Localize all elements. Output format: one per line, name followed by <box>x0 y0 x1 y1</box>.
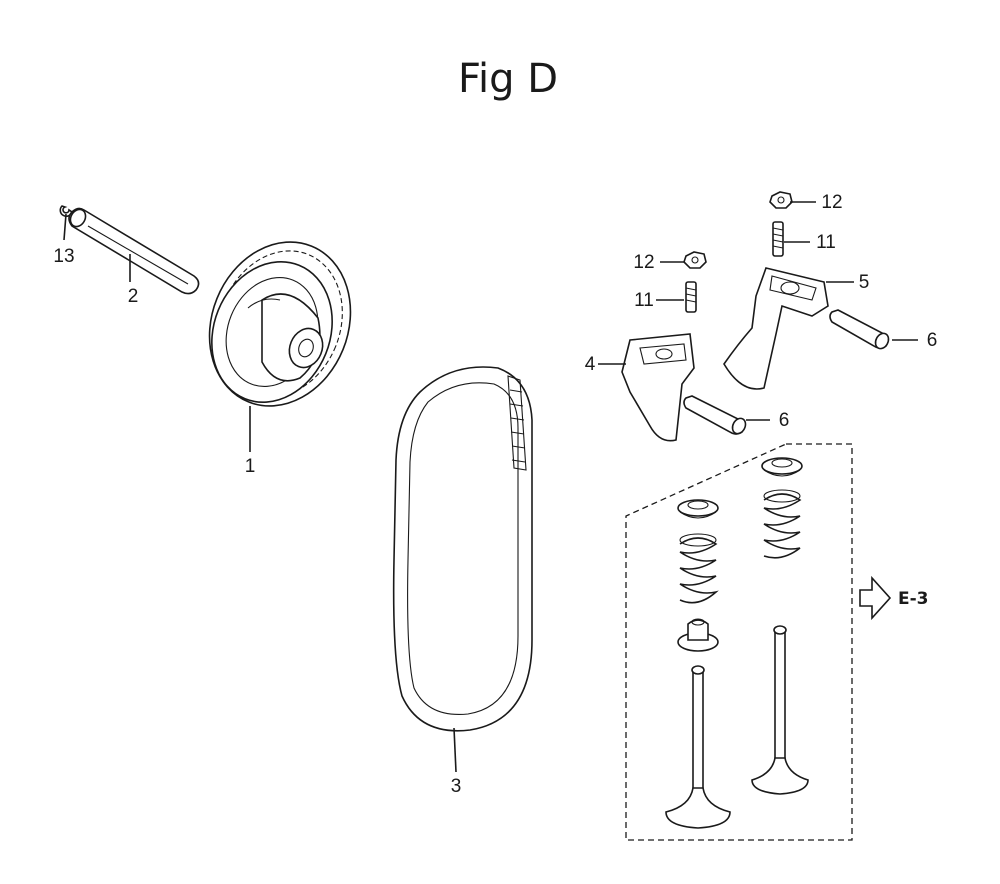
figure-title: Fig D <box>458 56 558 102</box>
callout-1: 1 <box>245 456 256 477</box>
adjusting-screw-11-lower-part <box>685 281 697 313</box>
callout-5: 5 <box>859 272 870 293</box>
valve-seal-left-part <box>677 618 719 652</box>
valve-retainer-left-part <box>677 499 719 519</box>
callout-4: 4 <box>585 354 596 375</box>
shaft-2-part <box>68 207 200 295</box>
valve-retainer-right-part <box>761 457 803 477</box>
rocker-arm-4-part <box>621 333 695 442</box>
callout-3: 3 <box>451 776 462 797</box>
nut-12-upper-part <box>769 191 793 209</box>
callout-11-lower: 11 <box>634 290 654 311</box>
leader-lines <box>63 201 918 773</box>
valve-right-part <box>751 625 809 795</box>
valve-left-part <box>665 665 731 829</box>
cam-pulley-1-part <box>208 241 352 407</box>
callout-6-upper: 6 <box>927 330 938 351</box>
nut-12-lower-part <box>683 251 707 269</box>
callout-13: 13 <box>53 246 74 267</box>
adjusting-screw-11-upper-part <box>772 221 784 257</box>
valve-spring-right-part <box>763 489 802 559</box>
rocker-arm-5-part <box>723 267 829 390</box>
reference-arrow[interactable]: E-3 <box>859 575 929 621</box>
callout-12-lower: 12 <box>633 252 654 273</box>
callout-12-upper: 12 <box>821 192 842 213</box>
valve-group-boundary <box>625 443 853 841</box>
bolt-6-upper-part <box>829 309 890 350</box>
callout-11-upper: 11 <box>816 232 836 253</box>
bolt-6-lower-part <box>683 395 747 435</box>
timing-belt-3-part <box>392 366 533 732</box>
reference-label: E-3 <box>898 589 929 609</box>
callout-2: 2 <box>128 286 139 307</box>
callout-6-lower: 6 <box>779 410 790 431</box>
valve-spring-left-part <box>679 533 719 604</box>
